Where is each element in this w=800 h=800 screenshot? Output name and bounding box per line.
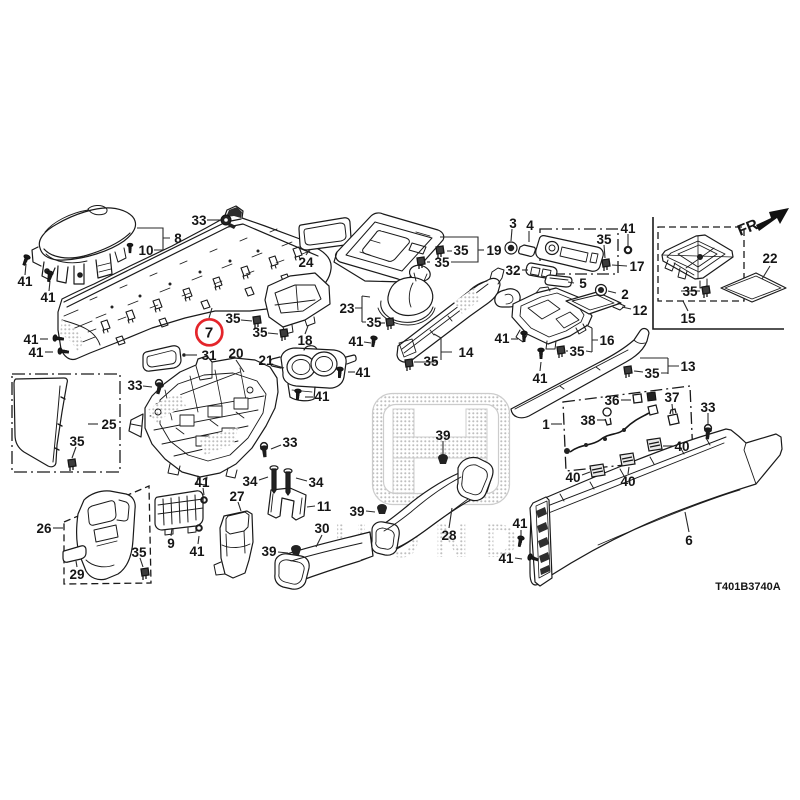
svg-text:26: 26 [36, 521, 52, 536]
svg-text:14: 14 [458, 345, 474, 360]
svg-text:39: 39 [435, 428, 450, 443]
svg-text:16: 16 [599, 333, 615, 348]
svg-text:35: 35 [682, 284, 698, 299]
svg-text:35: 35 [69, 434, 85, 449]
svg-text:41: 41 [28, 345, 44, 360]
svg-text:41: 41 [494, 331, 510, 346]
svg-text:38: 38 [580, 413, 596, 428]
svg-text:40: 40 [565, 470, 580, 485]
svg-text:18: 18 [297, 333, 313, 348]
svg-text:41: 41 [23, 332, 39, 347]
svg-text:2: 2 [621, 287, 629, 302]
svg-text:35: 35 [423, 354, 439, 369]
svg-text:35: 35 [596, 232, 612, 247]
svg-text:24: 24 [298, 255, 314, 270]
svg-text:41: 41 [40, 290, 56, 305]
svg-text:41: 41 [512, 516, 528, 531]
svg-text:19: 19 [486, 243, 501, 258]
svg-text:5: 5 [579, 276, 587, 291]
svg-text:6: 6 [685, 533, 693, 548]
svg-text:35: 35 [453, 243, 469, 258]
svg-text:7: 7 [205, 325, 213, 342]
svg-text:41: 41 [498, 551, 514, 566]
svg-text:3: 3 [509, 216, 517, 231]
svg-text:41: 41 [348, 334, 364, 349]
svg-text:1: 1 [542, 417, 550, 432]
svg-text:32: 32 [505, 263, 520, 278]
svg-text:37: 37 [664, 390, 679, 405]
svg-text:21: 21 [258, 353, 274, 368]
svg-text:40: 40 [674, 439, 689, 454]
svg-text:11: 11 [317, 499, 332, 514]
svg-text:20: 20 [228, 346, 243, 361]
svg-text:35: 35 [131, 545, 147, 560]
svg-text:41: 41 [532, 371, 548, 386]
svg-text:30: 30 [314, 521, 329, 536]
svg-text:13: 13 [680, 359, 696, 374]
svg-text:9: 9 [167, 536, 175, 551]
svg-text:33: 33 [282, 435, 298, 450]
svg-text:10: 10 [138, 243, 153, 258]
svg-text:41: 41 [189, 544, 205, 559]
svg-text:35: 35 [569, 344, 585, 359]
svg-text:35: 35 [366, 315, 382, 330]
svg-text:41: 41 [17, 274, 33, 289]
svg-text:23: 23 [339, 301, 355, 316]
svg-text:33: 33 [127, 378, 143, 393]
svg-text:15: 15 [680, 311, 696, 326]
svg-text:25: 25 [101, 417, 117, 432]
svg-text:33: 33 [191, 213, 207, 228]
svg-text:22: 22 [762, 251, 777, 266]
svg-text:35: 35 [644, 366, 660, 381]
svg-text:33: 33 [700, 400, 716, 415]
svg-text:27: 27 [229, 489, 244, 504]
svg-text:34: 34 [242, 474, 258, 489]
svg-text:35: 35 [434, 255, 450, 270]
svg-text:35: 35 [225, 311, 241, 326]
svg-text:4: 4 [526, 218, 534, 233]
svg-text:39: 39 [349, 504, 364, 519]
svg-text:40: 40 [620, 474, 635, 489]
svg-text:39: 39 [261, 544, 276, 559]
svg-text:8: 8 [174, 231, 182, 246]
svg-text:41: 41 [620, 221, 636, 236]
svg-text:41: 41 [355, 365, 371, 380]
svg-text:34: 34 [308, 475, 324, 490]
svg-text:41: 41 [194, 475, 210, 490]
svg-text:T401B3740A: T401B3740A [715, 581, 780, 593]
svg-text:41: 41 [314, 389, 330, 404]
svg-text:28: 28 [441, 528, 457, 543]
svg-text:17: 17 [629, 259, 644, 274]
svg-text:29: 29 [69, 567, 84, 582]
svg-text:35: 35 [252, 325, 268, 340]
svg-text:36: 36 [604, 393, 620, 408]
svg-text:12: 12 [632, 303, 647, 318]
svg-text:31: 31 [201, 348, 217, 363]
